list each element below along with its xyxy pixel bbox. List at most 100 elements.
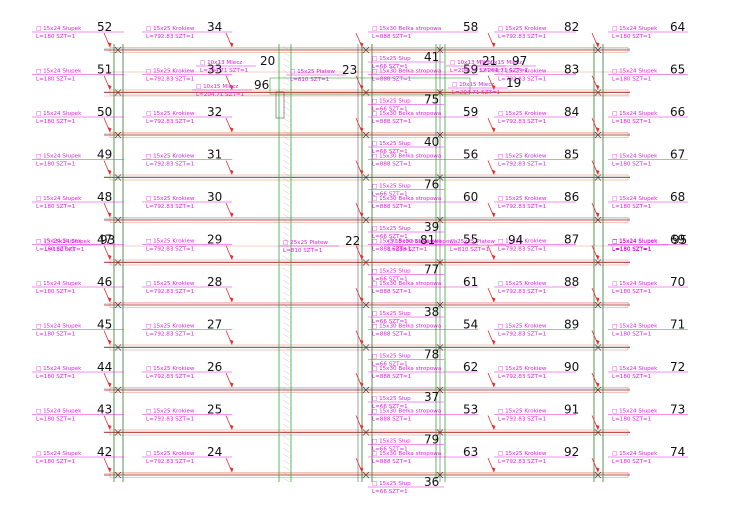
member-number: 56 bbox=[463, 148, 478, 162]
member-length: L=888 SZT=1 bbox=[372, 417, 412, 423]
joint-marker bbox=[362, 89, 370, 96]
member-spec: □ 15x25 Krokiew bbox=[498, 154, 547, 160]
hatch-line bbox=[282, 363, 290, 369]
hatch-line bbox=[282, 249, 290, 255]
leader-arrowhead bbox=[107, 84, 112, 90]
hatch-line bbox=[282, 405, 290, 411]
member-number: 48 bbox=[97, 190, 112, 204]
hatch-line bbox=[282, 465, 290, 471]
member-spec: □ 15x25 Krokiew bbox=[146, 69, 195, 75]
member-spec: □ 15x25 Słup bbox=[372, 396, 411, 402]
member-number: 63 bbox=[463, 445, 478, 459]
member-number: 64 bbox=[670, 20, 685, 34]
member-length: L=810 SZT=1 bbox=[290, 77, 330, 83]
member-number: 89 bbox=[564, 318, 579, 332]
member-number: 85 bbox=[564, 148, 579, 162]
member-length: L=180 SZT=1 bbox=[612, 332, 652, 338]
joint-marker bbox=[436, 174, 444, 181]
joint-marker bbox=[594, 344, 602, 351]
leader-arrowhead bbox=[491, 212, 496, 217]
hatch-line bbox=[282, 393, 290, 399]
leader-arrowhead bbox=[229, 127, 234, 132]
member-spec: □ 15x24 Słupek bbox=[612, 324, 658, 330]
joint-marker bbox=[114, 46, 122, 54]
member-length: L=888 SZT=1 bbox=[372, 332, 412, 338]
member-number: 70 bbox=[670, 275, 685, 289]
member-spec: □ 15x25 Krokiew bbox=[146, 239, 195, 245]
joint-marker bbox=[436, 429, 444, 436]
leader-arrowhead bbox=[107, 127, 112, 132]
leader-arrowhead bbox=[229, 42, 234, 47]
joint-marker bbox=[436, 216, 444, 224]
member-spec: □ 15x24 Słupek bbox=[36, 26, 82, 32]
member-length: L=204.71 SZT=1 bbox=[200, 68, 249, 74]
member-spec: □ 15x24 Słupek bbox=[36, 196, 82, 202]
member-number: 27 bbox=[207, 318, 222, 332]
leader-arrowhead bbox=[107, 382, 112, 387]
leader-arrowhead bbox=[491, 297, 496, 302]
member-length: L=180 SZT=1 bbox=[36, 119, 76, 125]
member-length: L=180 SZT=1 bbox=[36, 374, 76, 380]
joint-marker bbox=[362, 471, 370, 479]
member-spec: □ 15x30 Belka stropowa bbox=[372, 196, 441, 202]
member-length: L=180 SZT=1 bbox=[612, 247, 652, 253]
leader-arrowhead bbox=[491, 424, 496, 430]
leader-arrowhead bbox=[359, 424, 364, 430]
hatch-line bbox=[282, 333, 290, 339]
joint-marker bbox=[114, 429, 122, 436]
member-spec: □ 15x24 Słupek bbox=[45, 239, 91, 245]
hatch-line bbox=[282, 399, 290, 405]
member-length: L=792.83 SZT=1 bbox=[498, 162, 547, 168]
joint-marker bbox=[114, 301, 122, 309]
joint-marker bbox=[594, 131, 602, 139]
member-number: 83 bbox=[564, 63, 579, 77]
leader-arrowhead bbox=[595, 297, 600, 302]
member-length: L=180 SZT=1 bbox=[36, 34, 76, 40]
hatch-line bbox=[282, 375, 290, 381]
member-number: 91 bbox=[564, 403, 579, 417]
member-spec: □ 15x25 Krokiew bbox=[146, 451, 195, 457]
leader-arrowhead bbox=[229, 339, 234, 345]
member-spec: □ 15x25 Krokiew bbox=[498, 451, 547, 457]
member-length: L=66 SZT=1 bbox=[372, 447, 408, 453]
member-number: 87 bbox=[564, 233, 579, 247]
joint-marker bbox=[594, 89, 602, 96]
purlin-box bbox=[269, 77, 471, 95]
member-spec: □ 15x25 Krokiew bbox=[498, 69, 547, 75]
hatch-line bbox=[282, 291, 290, 297]
joint-marker bbox=[436, 471, 444, 479]
member-spec: □ 15x25 Krokiew bbox=[498, 409, 547, 415]
joint-marker bbox=[594, 216, 602, 224]
member-number: 34 bbox=[207, 20, 222, 34]
joint-marker bbox=[114, 259, 122, 266]
leader-arrowhead bbox=[107, 212, 112, 217]
member-spec: □ 15x25 Słup bbox=[372, 439, 411, 445]
member-number: 41 bbox=[424, 50, 439, 64]
member-spec: □ 15x24 Słupek bbox=[612, 239, 658, 245]
member-number: 74 bbox=[670, 445, 685, 459]
hatch-line bbox=[282, 417, 290, 423]
member-number: 40 bbox=[424, 135, 439, 149]
member-number: 84 bbox=[564, 105, 579, 119]
hatch-line bbox=[282, 345, 290, 351]
leader-arrowhead bbox=[595, 212, 600, 217]
hatch-line bbox=[282, 195, 290, 201]
hatch-line bbox=[282, 315, 290, 321]
hatch-line bbox=[282, 327, 290, 333]
member-number: 65 bbox=[670, 63, 685, 77]
